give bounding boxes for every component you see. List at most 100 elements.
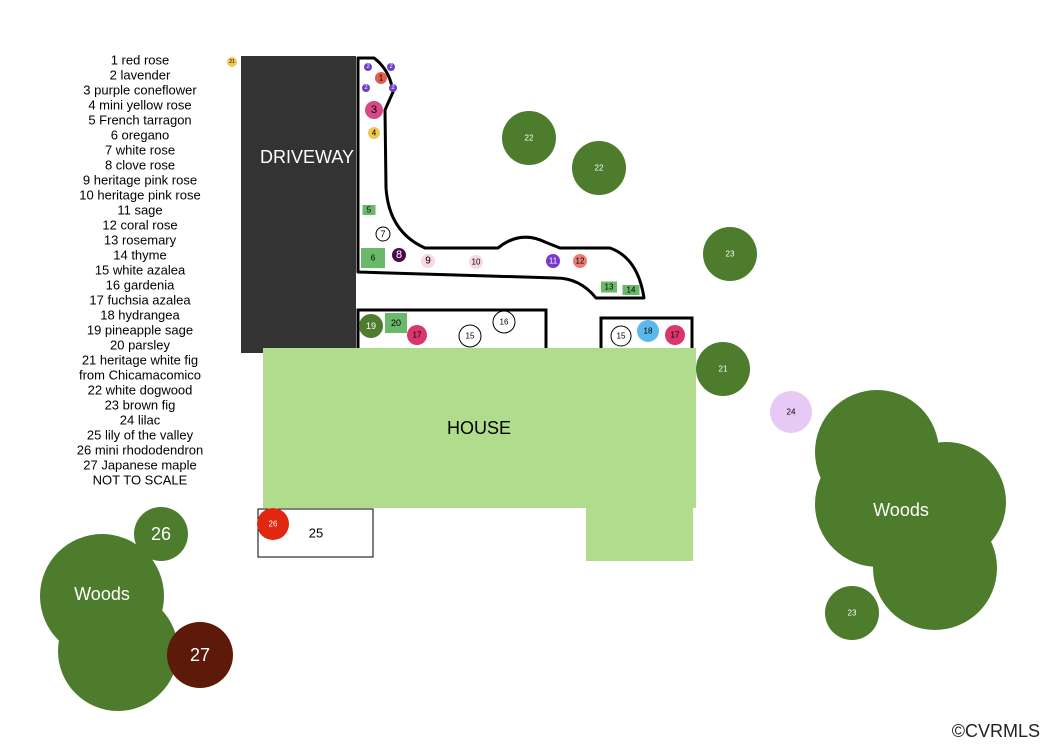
legend-item: 9 heritage pink rose bbox=[83, 173, 197, 188]
fuchsia-azalea-icon bbox=[665, 325, 685, 345]
fuchsia-azalea-icon bbox=[407, 325, 427, 345]
lilac-marker: 24 bbox=[770, 391, 812, 433]
plant-number: 17 bbox=[413, 331, 422, 340]
plant-number: 6 bbox=[371, 254, 376, 263]
copyright: ©CVRMLS bbox=[951, 721, 1040, 741]
legend-item: 25 lily of the valley bbox=[87, 428, 194, 443]
lavender-icon bbox=[389, 84, 397, 92]
pineapple-sage-icon bbox=[359, 314, 383, 338]
oregano-marker: 6 bbox=[361, 248, 385, 268]
pineapple-sage-marker: 19 bbox=[359, 314, 383, 338]
parsley-marker: 20 bbox=[385, 313, 407, 333]
legend-item: 1 red rose bbox=[111, 53, 170, 68]
house-label: HOUSE bbox=[447, 418, 511, 438]
dogwood-icon bbox=[502, 111, 556, 165]
fig-icon bbox=[696, 342, 750, 396]
legend-item: 12 coral rose bbox=[102, 218, 177, 233]
plant-number: 21 bbox=[229, 59, 235, 65]
dogwood-marker: 22 bbox=[502, 111, 556, 165]
clove-rose-icon bbox=[392, 248, 406, 262]
rosemary-icon bbox=[601, 281, 617, 293]
brown-fig-marker: 23 bbox=[703, 227, 757, 281]
legend-item: 3 purple coneflower bbox=[83, 83, 197, 98]
plant-number: 8 bbox=[396, 249, 402, 261]
plant-number: 2 bbox=[389, 64, 393, 70]
plant-number: 16 bbox=[500, 318, 509, 327]
plant-number: 5 bbox=[367, 206, 372, 215]
lavender-icon bbox=[364, 63, 372, 71]
brown-fig-icon bbox=[825, 586, 879, 640]
legend-item: 8 clove rose bbox=[105, 158, 175, 173]
heritage-pink-rose-icon bbox=[469, 255, 483, 269]
thyme-marker: 14 bbox=[622, 285, 640, 295]
plant-number: 3 bbox=[371, 104, 377, 116]
legend-item: 18 hydrangea bbox=[100, 308, 180, 323]
house bbox=[263, 348, 696, 561]
driveway-label: DRIVEWAY bbox=[260, 147, 354, 167]
plant-number: 15 bbox=[466, 332, 475, 341]
fuchsia-azalea-marker: 17 bbox=[665, 325, 685, 345]
woods-right bbox=[815, 390, 1006, 630]
rosemary-marker: 13 bbox=[601, 281, 617, 293]
plant-number: 2 bbox=[364, 85, 368, 91]
mini-yellow-rose-marker: 4 bbox=[368, 127, 380, 139]
legend-item: 26 mini rhododendron bbox=[77, 443, 203, 458]
legend-item: 22 white dogwood bbox=[88, 383, 193, 398]
legend-item: 23 brown fig bbox=[105, 398, 176, 413]
french-tarragon-marker: 5 bbox=[362, 205, 376, 215]
legend-item: 19 pineapple sage bbox=[87, 323, 193, 338]
mini-yellow-rose-icon bbox=[368, 127, 380, 139]
plant-number: 22 bbox=[525, 134, 534, 143]
red-rose-icon bbox=[375, 72, 387, 84]
fig-icon bbox=[227, 57, 237, 67]
brown-fig-marker: 23 bbox=[825, 586, 879, 640]
plant-number: 18 bbox=[644, 327, 653, 336]
japanese-maple-icon bbox=[167, 622, 233, 688]
legend-item: 27 Japanese maple bbox=[83, 458, 196, 473]
white-azalea-marker: 15 bbox=[610, 325, 632, 347]
driveway bbox=[241, 56, 356, 353]
purple-coneflower-icon bbox=[365, 101, 383, 119]
mini-rhododendron-marker: 26 bbox=[257, 508, 289, 540]
white-azalea-icon bbox=[610, 325, 632, 347]
hydrangea-icon bbox=[637, 320, 659, 342]
fig-marker: 21 bbox=[227, 57, 237, 67]
plant-number: 22 bbox=[595, 164, 604, 173]
dogwood-icon bbox=[572, 141, 626, 195]
plant-number: 24 bbox=[787, 408, 796, 417]
plant-number: 14 bbox=[627, 286, 636, 295]
legend-item: 20 parsley bbox=[110, 338, 170, 353]
plant-number: 2 bbox=[366, 64, 370, 70]
lavender-marker: 2 bbox=[387, 63, 395, 71]
plant-number: 19 bbox=[366, 321, 376, 331]
plant-number: 1 bbox=[379, 74, 384, 83]
legend-item: 24 lilac bbox=[120, 413, 161, 428]
plant-number: 20 bbox=[391, 318, 401, 328]
legend-item: 15 white azalea bbox=[95, 263, 186, 278]
plant-number: 26 bbox=[269, 520, 278, 529]
lavender-marker: 2 bbox=[362, 84, 370, 92]
plant-number: 23 bbox=[726, 250, 735, 259]
plant-number: 26 bbox=[151, 524, 171, 544]
purple-coneflower-marker: 3 bbox=[365, 101, 383, 119]
clove-rose-marker: 8 bbox=[392, 248, 406, 262]
plant-number: 23 bbox=[848, 609, 857, 618]
thyme-icon bbox=[622, 285, 640, 295]
legend-item: 17 fuchsia azalea bbox=[89, 293, 191, 308]
mini-rhododendron-icon bbox=[257, 508, 289, 540]
plant-number: 27 bbox=[190, 645, 210, 665]
heritage-pink-rose-marker: 10 bbox=[469, 255, 483, 269]
woods-left bbox=[40, 534, 178, 711]
japanese-maple-marker: 27 bbox=[167, 622, 233, 688]
coral-rose-marker: 12 bbox=[573, 254, 587, 268]
white-azalea-marker: 15 bbox=[458, 324, 482, 348]
lavender-marker: 2 bbox=[389, 84, 397, 92]
gardenia-marker: 16 bbox=[492, 310, 516, 334]
legend-item: 6 oregano bbox=[111, 128, 170, 143]
white-rose-icon bbox=[375, 226, 391, 242]
parsley-icon bbox=[385, 313, 407, 333]
